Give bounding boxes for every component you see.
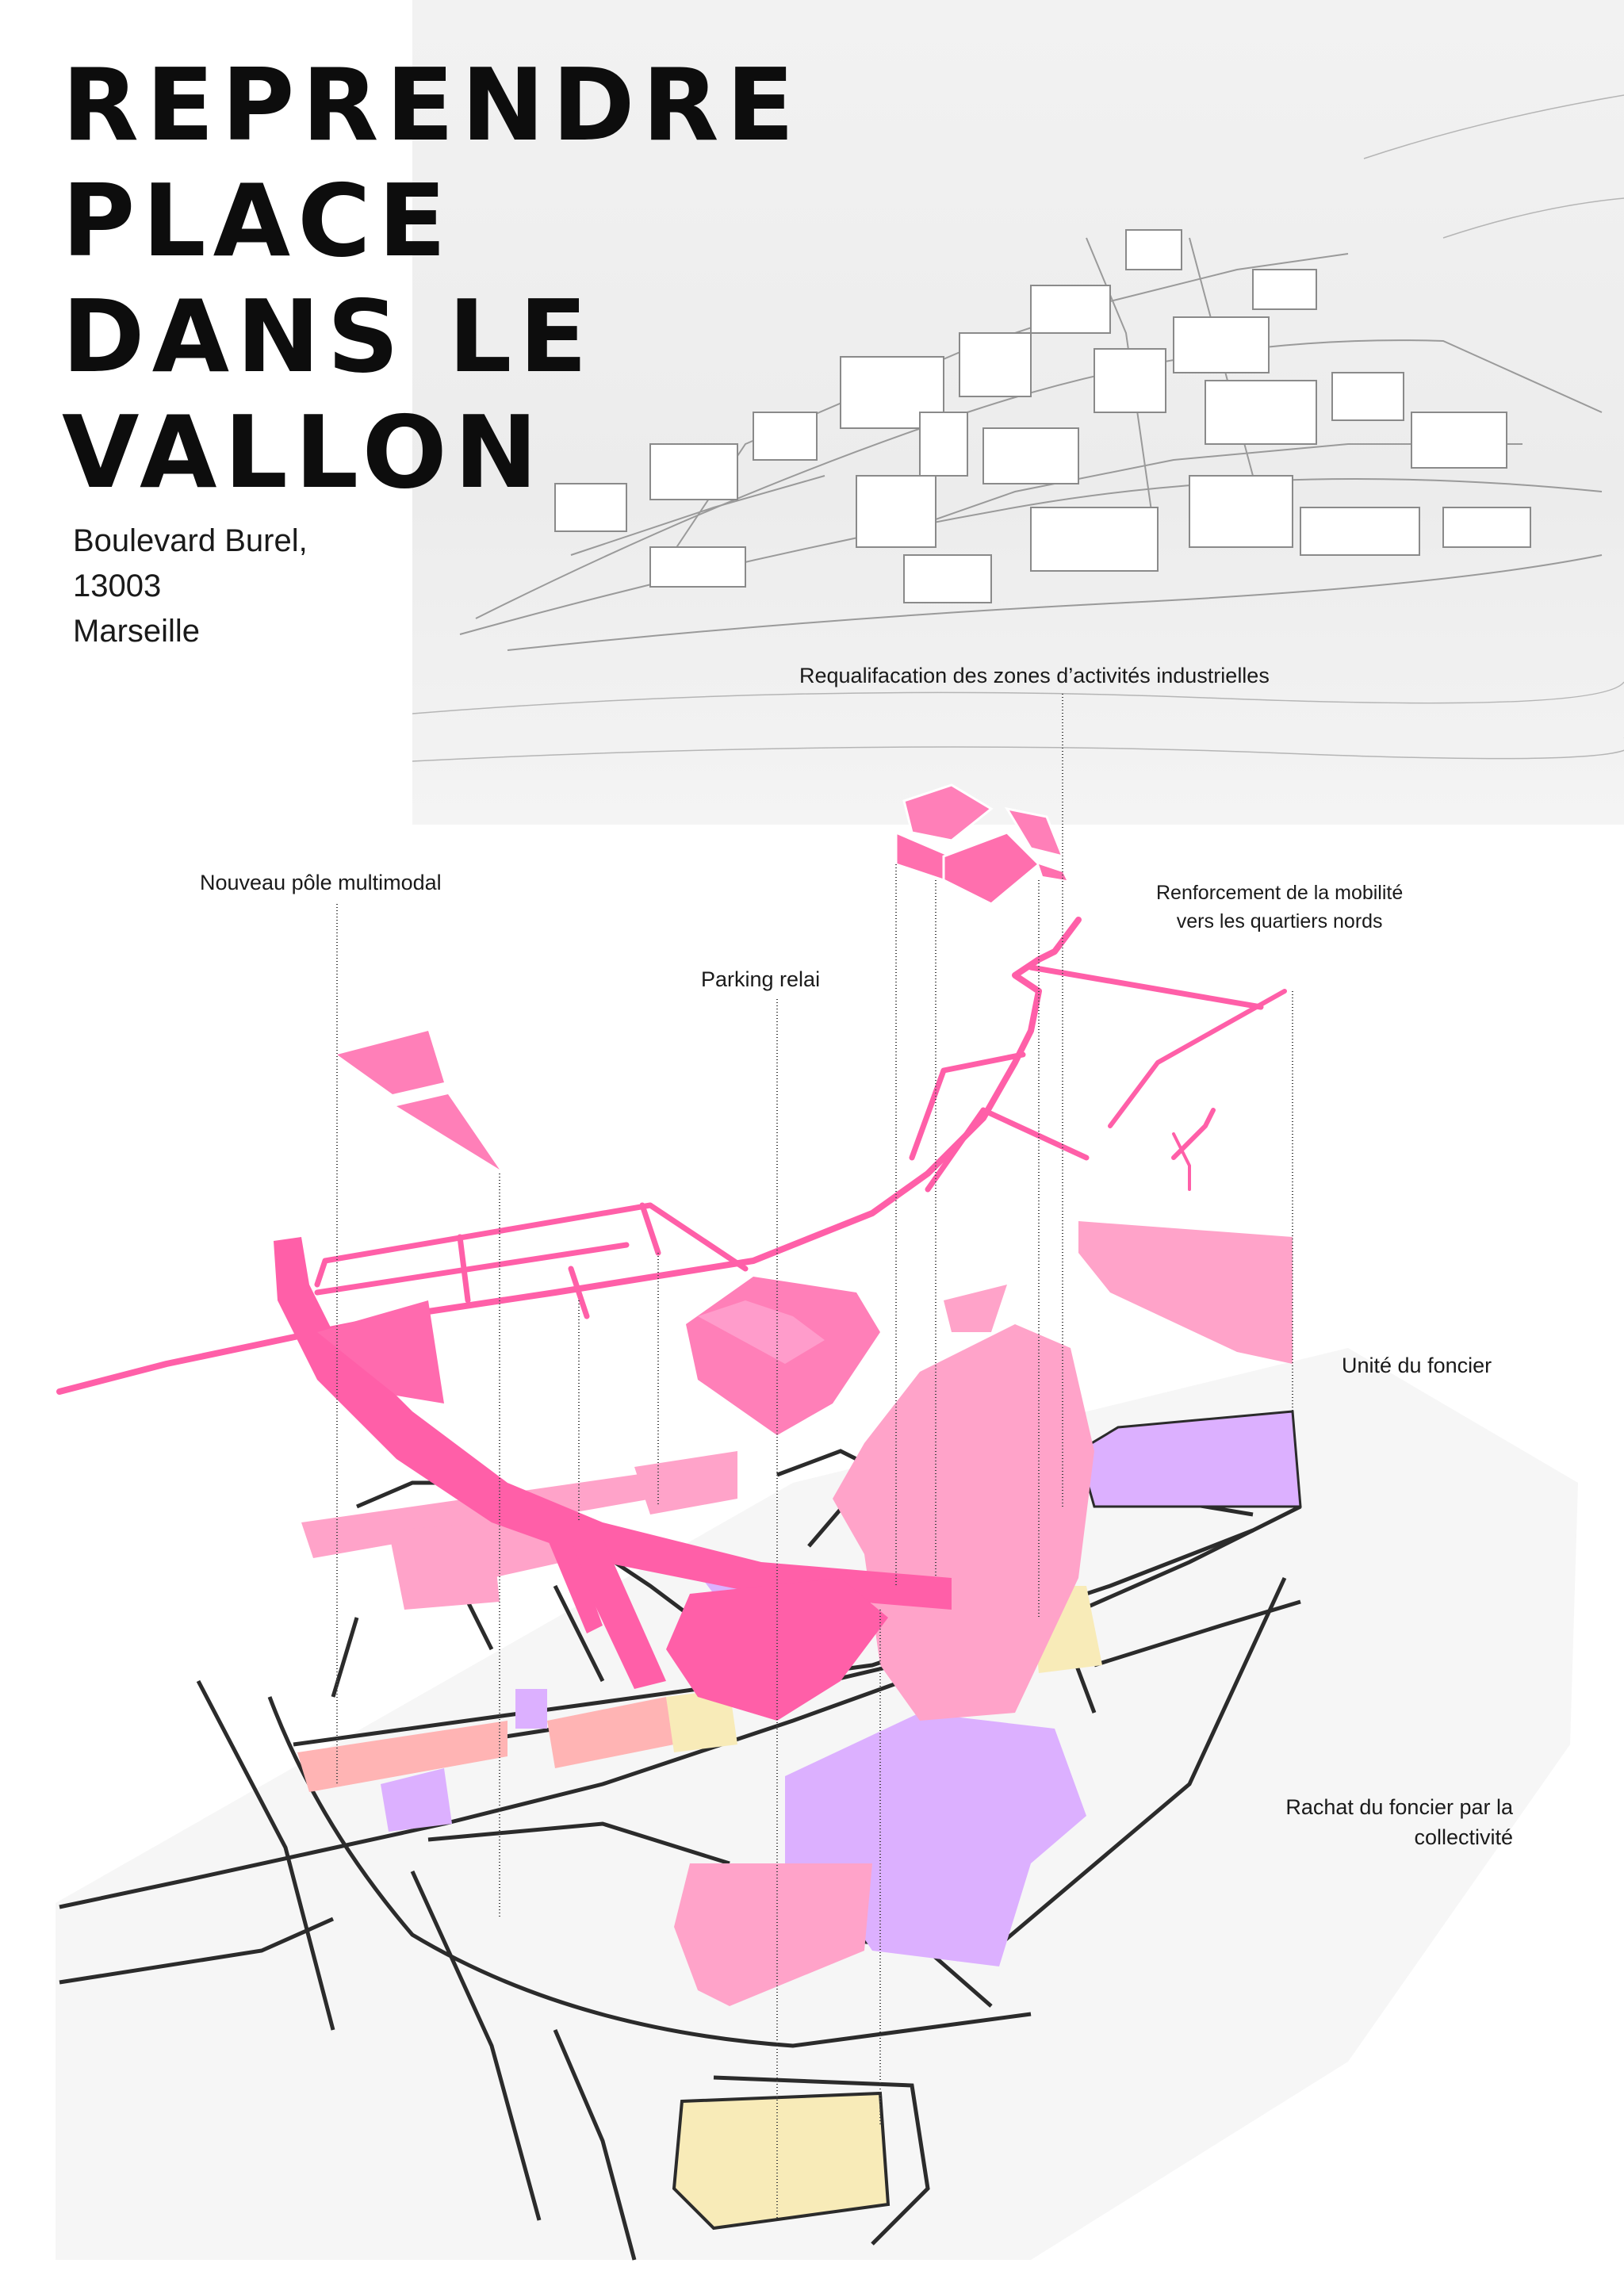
label-unite-foncier-text: Unité du foncier: [1342, 1354, 1492, 1377]
label-industrial-zones: Requalifacation des zones d’activités in…: [799, 661, 1270, 691]
parking-relai-top: [698, 1300, 825, 1364]
label-unite-foncier: Unité du foncier: [1342, 1350, 1492, 1381]
label-mobility-line-1: Renforcement de la mobilité: [1156, 882, 1404, 904]
parcels: [297, 1221, 1302, 2231]
mobility-main-road: [56, 917, 1082, 1395]
title-line-2: PLACE: [62, 163, 454, 279]
label-mobility-line-2: vers les quartiers nords: [1176, 910, 1383, 932]
label-multimodal-text: Nouveau pôle multimodal: [200, 871, 442, 894]
address-block: Boulevard Burel, 13003 Marseille: [73, 519, 308, 654]
mobility-road-east-link: [1172, 1132, 1191, 1191]
aerial-sketch: [412, 94, 1624, 762]
parcel-pink-small: [944, 1285, 1007, 1332]
multimodal-wedge-lower: [396, 1094, 500, 1170]
aerial-sketch-background: [412, 0, 1624, 825]
industrial-building-5: [1039, 864, 1067, 880]
title-line-3: DANS LE: [62, 278, 595, 395]
industrial-building-1: [902, 783, 994, 842]
parcel-pink-west-4: [634, 1451, 737, 1515]
industrial-building-3: [942, 831, 1041, 906]
parcel-pink-west-2: [389, 1522, 500, 1610]
parcel-pink-east: [1078, 1221, 1293, 1364]
label-rachat-line-2: collectivité: [1414, 1825, 1513, 1849]
boulevard-spur-1: [571, 1538, 666, 1689]
label-parking-text: Parking relai: [701, 967, 821, 991]
address-street: Boulevard Burel,: [73, 523, 308, 558]
multimodal-hub: [337, 1031, 500, 1170]
industrial-buildings: [894, 783, 1067, 906]
parcel-yellow-south: [672, 2091, 891, 2231]
title-line-1: REPRENDRE: [62, 47, 802, 163]
page-title: REPRENDRE PLACE DANS LE VALLON: [62, 48, 855, 511]
address-postcode: 13003: [73, 569, 162, 603]
parking-relai: [686, 1277, 880, 1435]
label-parking-relai: Parking relai: [701, 964, 820, 994]
parcel-yellow-1: [666, 1689, 737, 1752]
label-mobility: Renforcement de la mobilité vers les qua…: [1156, 879, 1403, 936]
parcel-pink-south: [674, 1863, 872, 2006]
leader-lines: [336, 694, 1293, 2220]
label-rachat-foncier: Rachat du foncier par la collectivité: [1221, 1792, 1513, 1852]
label-multimodal-hub: Nouveau pôle multimodal: [200, 867, 442, 898]
multimodal-wedge-upper: [337, 1031, 444, 1094]
address-city: Marseille: [73, 614, 201, 649]
mobility-north-road: [909, 964, 1264, 1193]
mobility-network: [56, 917, 1287, 1395]
boulevard-band: [274, 1237, 952, 1610]
mobility-east-branch: [1108, 989, 1287, 1160]
label-industrial-text: Requalifacation des zones d’activités in…: [799, 664, 1270, 687]
mobility-grid: [314, 1202, 749, 1319]
boulevard-spur-2: [547, 1538, 603, 1633]
boulevard-upper-wedge: [317, 1300, 444, 1403]
label-rachat-line-1: Rachat du foncier par la: [1285, 1795, 1513, 1819]
parcel-salmon-2: [547, 1697, 674, 1768]
title-line-4: VALLON: [62, 394, 546, 511]
parcel-pink-central: [833, 1324, 1094, 1721]
parcel-lavender-small-2: [515, 1689, 547, 1729]
parcel-salmon-1: [297, 1721, 508, 1792]
parcel-lavender-small-1: [381, 1768, 452, 1832]
